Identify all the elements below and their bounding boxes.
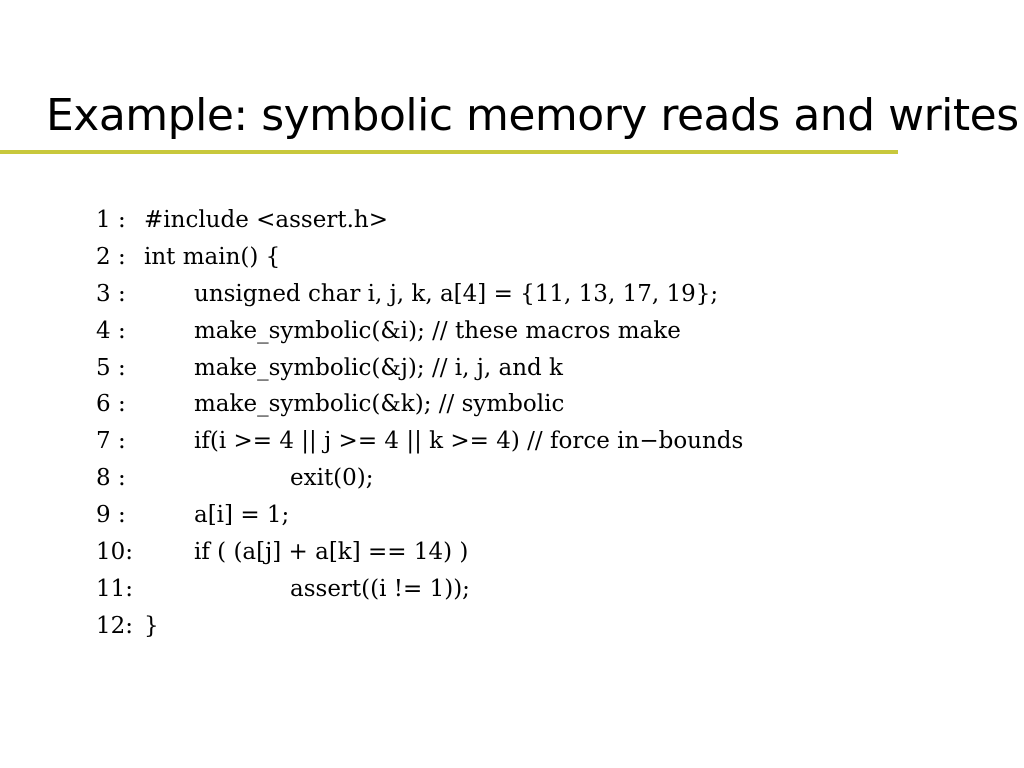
line-number: 5 :: [96, 354, 126, 381]
code-text: make_symbolic(&k); // symbolic: [194, 391, 565, 418]
code-text: make_symbolic(&j); // i, j, and k: [194, 354, 563, 381]
line-number: 3 :: [96, 280, 126, 307]
title-underline: [0, 150, 898, 154]
line-number: 4 :: [96, 317, 126, 344]
line-number: 6 :: [96, 391, 126, 418]
code-text: unsigned char i, j, k, a[4] = {11, 13, 1…: [194, 280, 719, 307]
code-text: #include <assert.h>: [144, 207, 388, 233]
code-text: assert((i != 1));: [290, 575, 470, 602]
code-text: }: [144, 612, 159, 639]
line-number: 8 :: [96, 465, 126, 492]
slide-title: Example: symbolic memory reads and write…: [46, 90, 1019, 141]
code-text: exit(0);: [290, 465, 374, 492]
line-number: 2 :: [96, 243, 126, 270]
line-number: 12:: [96, 612, 134, 639]
code-text: if ( (a[j] + a[k] == 14) ): [194, 539, 469, 566]
code-text: make_symbolic(&i); // these macros make: [194, 317, 681, 344]
code-text: a[i] = 1;: [194, 502, 290, 529]
code-text: if(i >= 4 || j >= 4 || k >= 4) // force …: [194, 428, 744, 455]
code-text: int main() {: [144, 243, 281, 270]
line-number: 11:: [96, 575, 134, 602]
line-number: 1 :: [96, 207, 126, 233]
line-number: 9 :: [96, 502, 126, 529]
line-number: 7 :: [96, 428, 126, 455]
line-number: 10:: [96, 539, 134, 566]
